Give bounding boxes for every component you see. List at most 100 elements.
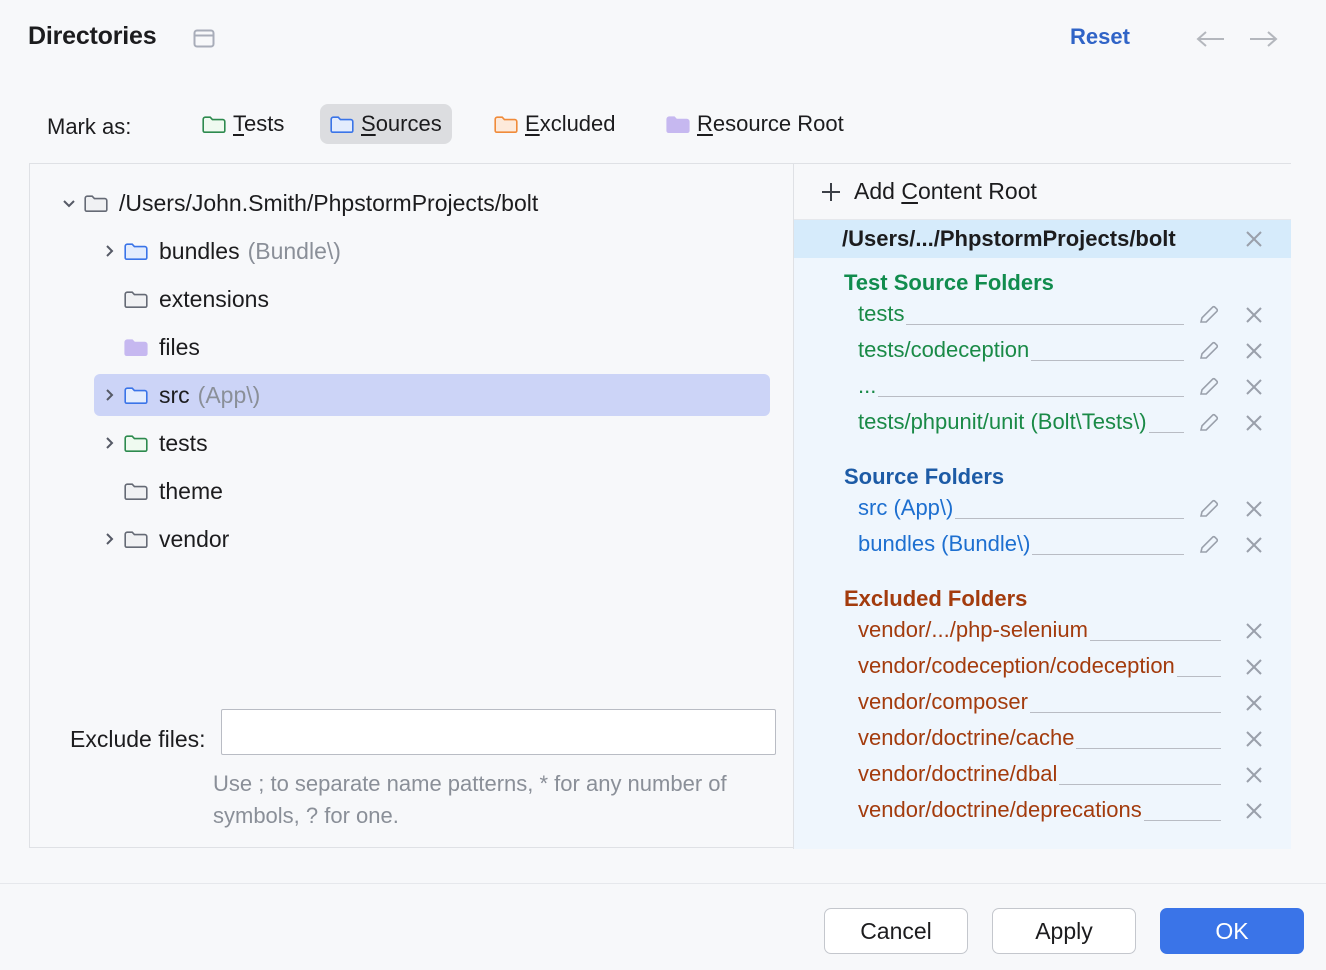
- folder-entry-row[interactable]: bundles (Bundle\): [794, 526, 1291, 562]
- folder-entry-row[interactable]: tests/codeception: [794, 332, 1291, 368]
- close-icon[interactable]: [1242, 763, 1266, 787]
- close-icon[interactable]: [1242, 227, 1266, 251]
- tree-row[interactable]: /Users/John.Smith/PhpstormProjects/bolt: [54, 182, 770, 224]
- folder-entry-label: vendor/codeception/codeception: [858, 653, 1177, 679]
- close-icon[interactable]: [1242, 799, 1266, 823]
- section-title: Excluded Folders: [844, 586, 1028, 611]
- arrow-right-icon[interactable]: [1246, 28, 1280, 50]
- folder-tests-icon: [202, 115, 226, 134]
- tree-row-label: theme: [159, 477, 223, 504]
- content-root-path: /Users/.../PhpstormProjects/bolt: [842, 226, 1176, 251]
- page-title: Directories: [28, 22, 157, 50]
- mark-as-sources-label: Sources: [361, 111, 442, 136]
- entry-underline: [858, 518, 1184, 519]
- close-icon[interactable]: [1242, 339, 1266, 363]
- close-icon[interactable]: [1242, 303, 1266, 327]
- entry-underline: [858, 396, 1184, 397]
- chevron-down-icon[interactable]: [54, 182, 84, 224]
- chevron-right-icon[interactable]: [94, 422, 124, 464]
- pencil-icon[interactable]: [1197, 303, 1221, 327]
- folder-sources-icon: [124, 386, 151, 405]
- folder-entry-row[interactable]: vendor/codeception/codeception: [794, 648, 1291, 684]
- mark-as-resource-root-button[interactable]: Resource Root: [656, 104, 854, 144]
- tree-row-label: src: [159, 381, 190, 408]
- folder-entry-row[interactable]: vendor/.../php-selenium: [794, 612, 1291, 648]
- dialog-header: Directories Reset: [0, 0, 1326, 80]
- pencil-icon[interactable]: [1197, 375, 1221, 399]
- exclude-files-label: Exclude files:: [70, 726, 206, 752]
- folder-resource-icon: [666, 115, 690, 134]
- folder-entry-row[interactable]: src (App\): [794, 490, 1291, 526]
- pencil-icon[interactable]: [1197, 497, 1221, 521]
- folder-entry-label: vendor/.../php-selenium: [858, 617, 1090, 643]
- entry-underline: [858, 712, 1221, 713]
- folder-entry-label: vendor/doctrine/dbal: [858, 761, 1060, 787]
- reset-button[interactable]: Reset: [1070, 24, 1130, 49]
- ok-button[interactable]: OK: [1160, 908, 1304, 954]
- tree-row[interactable]: theme: [94, 470, 770, 512]
- folder-plain-icon: [84, 194, 111, 213]
- mark-as-sources-button[interactable]: Sources: [320, 104, 452, 144]
- mark-as-tests-button[interactable]: Tests: [192, 104, 294, 144]
- close-icon[interactable]: [1242, 411, 1266, 435]
- chevron-right-icon[interactable]: [94, 230, 124, 272]
- chevron-right-icon[interactable]: [94, 518, 124, 560]
- tree-row[interactable]: src(App\): [94, 374, 770, 416]
- tree-row-namespace: (Bundle\): [247, 237, 341, 264]
- mark-as-excluded-button[interactable]: Excluded: [484, 104, 626, 144]
- folder-resource-icon: [124, 338, 151, 357]
- plus-icon: [820, 181, 842, 203]
- folder-entry-label: vendor/doctrine/cache: [858, 725, 1077, 751]
- folder-tests-icon: [124, 434, 151, 453]
- close-icon[interactable]: [1242, 375, 1266, 399]
- chevron-right-icon[interactable]: [94, 374, 124, 416]
- mark-as-tests-label: Tests: [233, 111, 285, 136]
- content-root-row[interactable]: /Users/.../PhpstormProjects/bolt: [794, 220, 1291, 258]
- close-icon[interactable]: [1242, 655, 1266, 679]
- directories-panel: /Users/John.Smith/PhpstormProjects/bolt b…: [29, 163, 1291, 849]
- tree-row-label: /Users/John.Smith/PhpstormProjects/bolt: [119, 189, 539, 216]
- folder-entry-label: src (App\): [858, 495, 956, 521]
- entry-underline: [858, 324, 1184, 325]
- tree-row[interactable]: bundles (Bundle\): [94, 230, 770, 272]
- folder-entry-row[interactable]: vendor/doctrine/cache: [794, 720, 1291, 756]
- section-title: Source Folders: [844, 464, 1005, 489]
- folder-entry-row[interactable]: vendor/composer: [794, 684, 1291, 720]
- folder-entry-row[interactable]: vendor/doctrine/deprecations: [794, 792, 1291, 828]
- folder-entry-label: tests: [858, 301, 907, 327]
- folder-sources-icon: [124, 242, 151, 261]
- mark-as-excluded-label: Excluded: [525, 111, 616, 136]
- exclude-files-input[interactable]: [221, 709, 776, 755]
- content-root-section: Excluded Folders vendor/.../php-selenium v…: [794, 586, 1291, 828]
- folder-entry-row[interactable]: tests/phpunit/unit (Bolt\Tests\): [794, 404, 1291, 440]
- add-content-root-button[interactable]: Add Content Root: [794, 164, 1291, 220]
- arrow-left-icon[interactable]: [1194, 28, 1228, 50]
- pencil-icon[interactable]: [1197, 339, 1221, 363]
- tree-row[interactable]: tests: [94, 422, 770, 464]
- pencil-icon[interactable]: [1197, 411, 1221, 435]
- folder-entry-label: vendor/doctrine/deprecations: [858, 797, 1144, 823]
- close-icon[interactable]: [1242, 691, 1266, 715]
- close-icon[interactable]: [1242, 497, 1266, 521]
- cancel-button[interactable]: Cancel: [824, 908, 968, 954]
- apply-button[interactable]: Apply: [992, 908, 1136, 954]
- folder-entry-label: vendor/composer: [858, 689, 1030, 715]
- close-icon[interactable]: [1242, 727, 1266, 751]
- pencil-icon[interactable]: [1197, 533, 1221, 557]
- mark-as-label: Mark as:: [47, 114, 132, 139]
- tree-row[interactable]: files: [94, 326, 770, 368]
- close-icon[interactable]: [1242, 533, 1266, 557]
- folder-entry-row[interactable]: vendor/doctrine/dbal: [794, 756, 1291, 792]
- tree-row[interactable]: extensions: [94, 278, 770, 320]
- folder-sources-icon: [330, 115, 354, 134]
- tree-row[interactable]: vendor: [94, 518, 770, 560]
- exclude-files-hint: Use ; to separate name patterns, * for a…: [213, 771, 727, 828]
- folder-entry-row[interactable]: ...: [794, 368, 1291, 404]
- tree-row-label: extensions: [159, 285, 269, 312]
- tree-row-label: bundles: [159, 237, 240, 264]
- folder-entry-label: tests/codeception: [858, 337, 1032, 363]
- folder-entry-row[interactable]: tests: [794, 296, 1291, 332]
- folder-entry-label: tests/phpunit/unit (Bolt\Tests\): [858, 409, 1149, 435]
- close-icon[interactable]: [1242, 619, 1266, 643]
